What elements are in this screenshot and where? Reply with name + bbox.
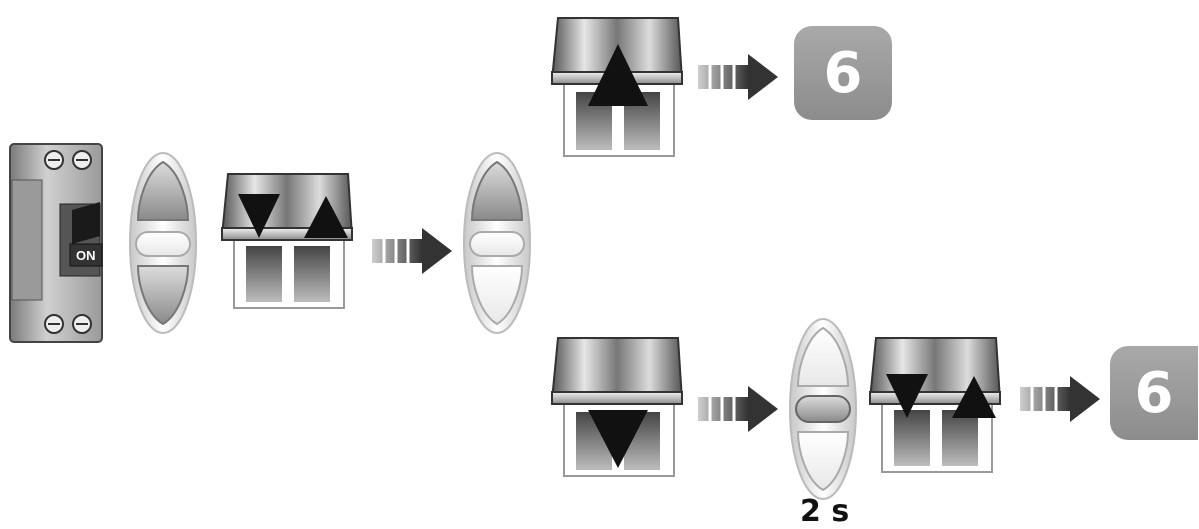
stop-button bbox=[469, 231, 525, 257]
down-triangle-icon bbox=[886, 374, 928, 418]
step-number: 6 bbox=[823, 40, 863, 106]
hold-duration-label: 2 s bbox=[800, 494, 850, 529]
arrow-right-icon bbox=[1020, 374, 1100, 424]
step-number: 6 bbox=[1134, 360, 1174, 426]
remote-control bbox=[128, 150, 198, 336]
up-button bbox=[796, 326, 850, 387]
arrow-right-icon bbox=[698, 52, 778, 102]
up-button bbox=[136, 160, 190, 221]
up-triangle-icon bbox=[952, 376, 996, 418]
remote-control bbox=[462, 150, 532, 336]
awning-jog-icon bbox=[866, 330, 1006, 478]
arrow-right-icon bbox=[372, 226, 452, 276]
down-button bbox=[796, 431, 850, 492]
remote-control bbox=[788, 316, 858, 502]
awning-jog-icon bbox=[218, 166, 358, 314]
stop-button-pressed bbox=[795, 395, 851, 423]
awning-up-icon bbox=[548, 10, 688, 160]
awning-down-icon bbox=[548, 330, 688, 480]
up-triangle-icon bbox=[304, 196, 348, 238]
down-triangle-icon bbox=[238, 194, 280, 238]
circuit-breaker: ON bbox=[8, 140, 120, 345]
up-triangle-icon bbox=[588, 44, 648, 106]
step-badge-bottom: 6 bbox=[1110, 346, 1198, 440]
on-label: ON bbox=[76, 248, 96, 263]
down-button bbox=[136, 265, 190, 326]
stop-button bbox=[135, 231, 191, 257]
down-button bbox=[470, 265, 524, 326]
step-badge-top: 6 bbox=[794, 26, 892, 120]
up-button bbox=[470, 160, 524, 221]
arrow-right-icon bbox=[698, 384, 778, 434]
down-triangle-icon bbox=[588, 410, 648, 468]
